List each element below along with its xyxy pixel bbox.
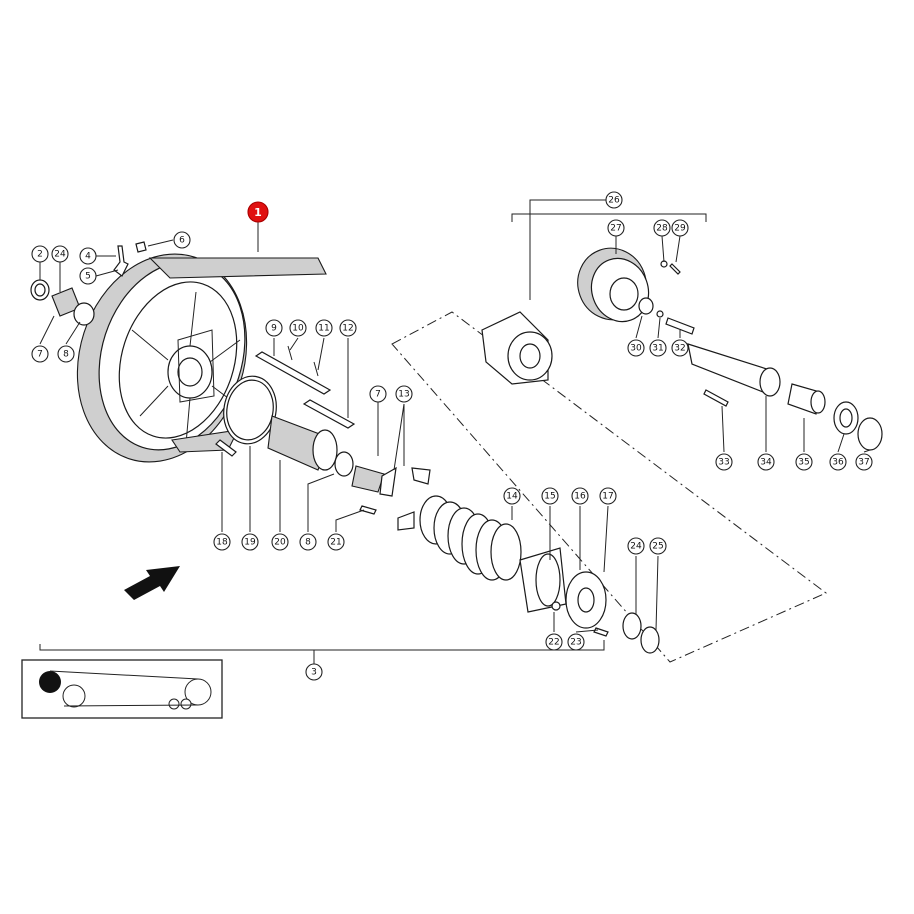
callout-label: 22 [548, 638, 559, 648]
callout-19: 19 [241, 533, 259, 551]
right-assembly [481, 247, 883, 451]
callout-label: 5 [85, 272, 91, 282]
callout-label: 34 [760, 458, 772, 468]
callout-24: 24 [51, 245, 69, 263]
callout-label: 3 [311, 668, 317, 678]
callout-label: 21 [330, 538, 341, 548]
callout-21: 21 [327, 533, 345, 551]
callout-2: 2 [31, 245, 49, 263]
callout-8: 8 [299, 533, 317, 551]
callout-23: 23 [567, 633, 585, 651]
group-bracket-3 [39, 640, 605, 664]
callout-15: 15 [541, 487, 559, 505]
callout-20: 20 [271, 533, 289, 551]
callout-label: 2 [37, 250, 43, 260]
callout-31: 31 [649, 339, 667, 357]
callout-label: 35 [798, 458, 809, 468]
callout-label: 15 [544, 492, 555, 502]
callout-11: 11 [315, 319, 333, 337]
left-small-parts [30, 241, 147, 326]
callout-33: 33 [715, 453, 733, 471]
middle-parts [215, 375, 431, 531]
callout-14: 14 [503, 487, 521, 505]
callout-label: 20 [274, 538, 286, 548]
bar-parts [254, 345, 356, 429]
callout-label: 7 [375, 390, 381, 400]
callout-22: 22 [545, 633, 563, 651]
callout-8: 8 [57, 345, 75, 363]
callout-label: 32 [674, 344, 685, 354]
callout-6: 6 [173, 231, 191, 249]
callout-label: 17 [602, 492, 613, 502]
callout-label: 25 [652, 542, 663, 552]
callout-label: 11 [318, 324, 329, 334]
group-bracket-26 [511, 199, 707, 300]
callout-24: 24 [627, 537, 645, 555]
callout-label: 33 [718, 458, 729, 468]
callout-37: 37 [855, 453, 873, 471]
leader-lines [39, 222, 871, 633]
callout-label: 24 [54, 250, 66, 260]
callout-label: 36 [832, 458, 844, 468]
callout-12: 12 [339, 319, 357, 337]
recoil-spring [419, 495, 522, 581]
callout-label: 14 [506, 492, 518, 502]
callout-9: 9 [265, 319, 283, 337]
callout-7: 7 [31, 345, 49, 363]
callout-32: 32 [671, 339, 689, 357]
callout-label: 7 [37, 350, 43, 360]
callout-label: 18 [216, 538, 228, 548]
callout-3: 3 [305, 663, 323, 681]
callout-7: 7 [369, 385, 387, 403]
callout-17: 17 [599, 487, 617, 505]
callout-label: 31 [652, 344, 663, 354]
callout-16: 16 [571, 487, 589, 505]
callout-29: 29 [671, 219, 689, 237]
callout-label: 8 [305, 538, 311, 548]
callout-label: 9 [271, 324, 277, 334]
callout-label: 1 [254, 206, 262, 219]
callout-36: 36 [829, 453, 847, 471]
callout-label: 10 [292, 324, 304, 334]
cylinder-and-flange [519, 547, 660, 654]
callout-10: 10 [289, 319, 307, 337]
arrow-icon [124, 566, 180, 600]
callout-4: 4 [79, 247, 97, 265]
callout-label: 4 [85, 252, 91, 262]
callout-28: 28 [653, 219, 671, 237]
callout-label: 26 [608, 196, 620, 206]
callout-label: 8 [63, 350, 69, 360]
callout-label: 19 [244, 538, 256, 548]
callout-label: 30 [630, 344, 642, 354]
callout-25: 25 [649, 537, 667, 555]
callout-label: 16 [574, 492, 586, 502]
callout-18: 18 [213, 533, 231, 551]
callout-5: 5 [79, 267, 97, 285]
callout-label: 6 [179, 236, 185, 246]
callout-26: 26 [605, 191, 623, 209]
callout-label: 24 [630, 542, 642, 552]
callout-label: 29 [674, 224, 686, 234]
assembly-boundary-line [391, 311, 827, 663]
callout-label: 28 [656, 224, 668, 234]
callout-27: 27 [607, 219, 625, 237]
callout-34: 34 [757, 453, 775, 471]
callout-label: 37 [858, 458, 869, 468]
callout-13: 13 [395, 385, 413, 403]
track-location-icon [21, 659, 223, 719]
callout-label: 23 [570, 638, 581, 648]
callout-label: 27 [610, 224, 621, 234]
callout-label: 12 [342, 324, 353, 334]
callout-35: 35 [795, 453, 813, 471]
callout-label: 13 [398, 390, 409, 400]
idler-wheel [76, 253, 327, 463]
callout-1: 1 [247, 201, 269, 223]
callout-30: 30 [627, 339, 645, 357]
